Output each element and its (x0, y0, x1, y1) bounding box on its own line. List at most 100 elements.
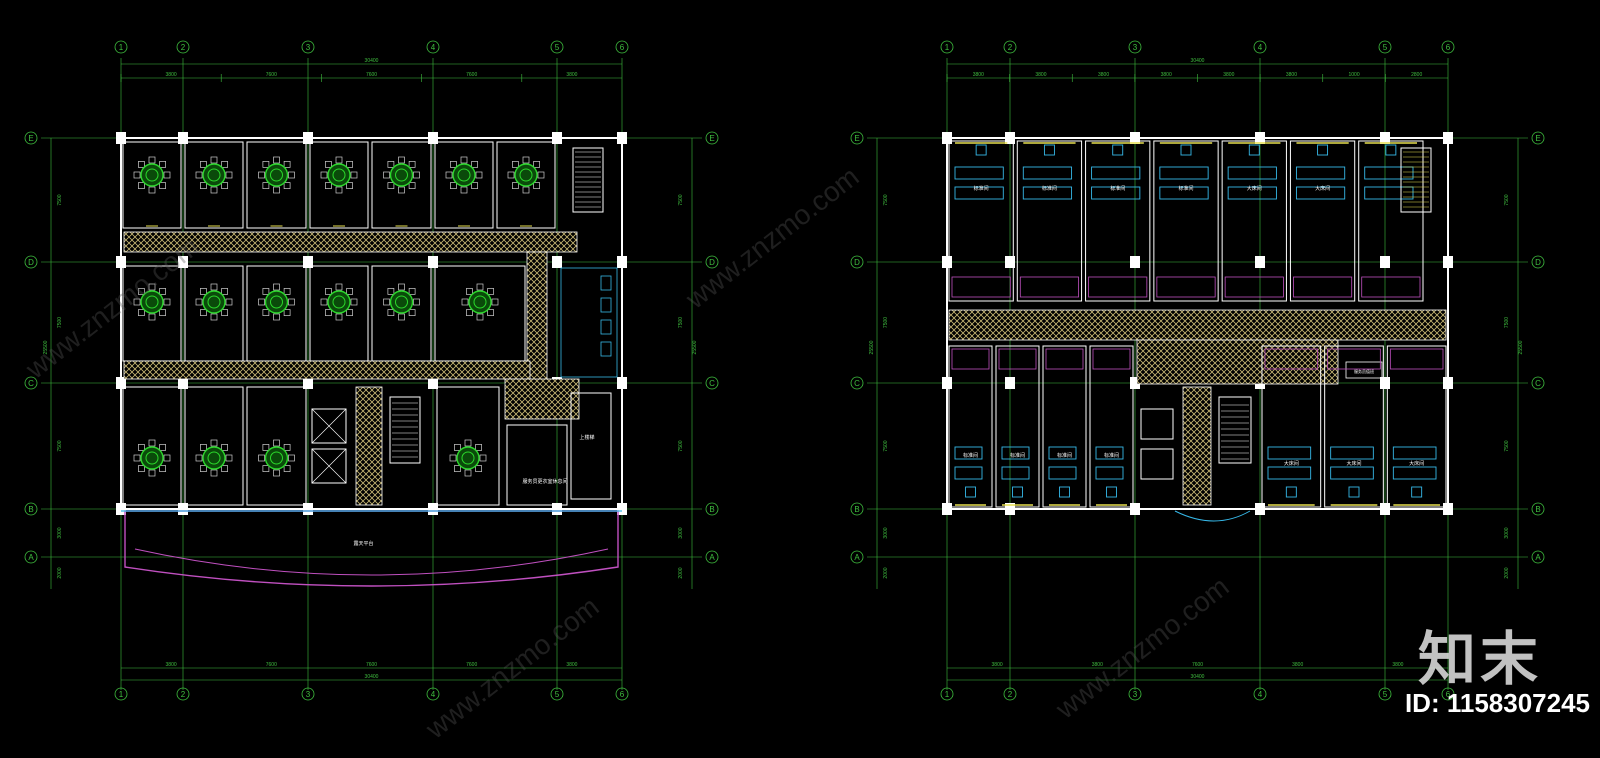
axis-label-col-bottom: 3 (306, 690, 311, 699)
private-dining-room (246, 141, 307, 229)
axis-bubble-row (24, 131, 38, 145)
bathroom (1264, 348, 1319, 370)
axis-label-col-bottom: 5 (1383, 690, 1388, 699)
axis-label-col: 4 (431, 43, 436, 52)
dining-chair (522, 156, 530, 164)
dining-chair (148, 283, 156, 291)
table-lazy-susan (207, 168, 221, 182)
dining-chair (346, 288, 353, 295)
guest-room (995, 345, 1040, 508)
axis-bubble-col (426, 40, 440, 54)
bed (1364, 166, 1414, 180)
structural-column (617, 503, 627, 515)
structural-column (1443, 377, 1453, 389)
dining-chair (320, 171, 328, 179)
bathroom (1088, 276, 1148, 298)
dim-left: 2000 (883, 567, 889, 578)
dim-top: 3800 (973, 72, 984, 78)
dining-chair (200, 309, 207, 316)
round-dining-table (383, 156, 420, 194)
axis-label-col-bottom: 4 (1258, 690, 1263, 699)
dim-left: 7500 (57, 440, 63, 451)
guest-room (1016, 140, 1083, 302)
round-dining-table (258, 283, 295, 321)
axis-label-col: 3 (1133, 43, 1138, 52)
dining-chair (273, 283, 280, 291)
dining-chair (475, 465, 482, 472)
dining-chair (283, 309, 291, 316)
dining-chair (533, 182, 540, 189)
axis-label-col: 6 (1446, 43, 1451, 52)
table-lazy-susan (270, 451, 283, 465)
private-dining-room (436, 386, 500, 506)
room-walls (1324, 345, 1384, 508)
bed (1091, 186, 1141, 200)
dining-chair (408, 182, 416, 189)
table-lazy-susan (395, 168, 408, 182)
armchair (965, 486, 976, 498)
armchair (975, 144, 987, 156)
table-top (389, 290, 414, 314)
dining-chair (346, 309, 353, 316)
axis-bubble-col (550, 40, 564, 54)
axis-label-row: C (854, 379, 860, 388)
structural-column (1130, 256, 1140, 268)
bed (1001, 466, 1030, 480)
axis-bubble-col-bottom (1378, 687, 1392, 701)
table-top (514, 163, 538, 187)
guest-room (948, 345, 993, 508)
private-dining-room (122, 386, 182, 506)
label-staff-room: 服务员更衣室休息间 (522, 478, 567, 485)
table-lazy-susan (457, 168, 471, 182)
table-lazy-susan (473, 295, 487, 309)
private-dining-room (184, 386, 244, 506)
axis-label-row: C (28, 379, 34, 388)
dining-chair (283, 444, 291, 451)
table-lazy-susan (461, 451, 475, 465)
room-walls (948, 345, 993, 508)
dining-chair (413, 171, 420, 179)
dim-total-top: 30400 (1191, 58, 1205, 64)
dining-chair (325, 288, 332, 295)
dining-chair (461, 298, 469, 306)
round-dining-table (449, 439, 487, 477)
axis-label-col-bottom: 3 (1133, 690, 1138, 699)
axis-label-col: 2 (181, 43, 186, 52)
dining-chair (533, 161, 540, 168)
room-label: 标准间 (963, 452, 978, 459)
dim-bottom: 3800 (1292, 662, 1303, 668)
structural-column (942, 377, 952, 389)
dining-chair (159, 444, 166, 451)
room-label: 大床间 (1315, 185, 1330, 192)
dining-chair (487, 309, 494, 316)
axis-label-col-bottom: 4 (431, 690, 436, 699)
dining-chair (408, 288, 416, 295)
structural-column (1130, 503, 1140, 515)
private-dining-room (434, 141, 494, 229)
dining-chair (163, 298, 171, 306)
structural-column (1443, 132, 1453, 144)
dining-chair (454, 444, 461, 451)
bed (1330, 446, 1374, 460)
bathroom (1156, 276, 1216, 298)
dining-chair (507, 171, 515, 179)
room-label: 标准间 (1104, 452, 1119, 459)
armchair (1385, 144, 1397, 156)
dim-total-top: 30400 (365, 58, 379, 64)
table-top (264, 446, 289, 470)
dining-chair (195, 454, 203, 462)
elevator-x (311, 448, 347, 484)
structural-column (116, 256, 126, 268)
round-dining-table (507, 156, 545, 194)
structural-column (1005, 132, 1015, 144)
axis-bubble-col (615, 40, 629, 54)
dining-chair (210, 313, 218, 321)
axis-label-row: B (854, 505, 859, 514)
dining-chair (335, 313, 343, 321)
axis-label-col: 1 (945, 43, 950, 52)
bed (1022, 186, 1073, 200)
bed (1364, 186, 1414, 200)
axis-label-col: 3 (306, 43, 311, 52)
guest-room (1089, 345, 1134, 508)
